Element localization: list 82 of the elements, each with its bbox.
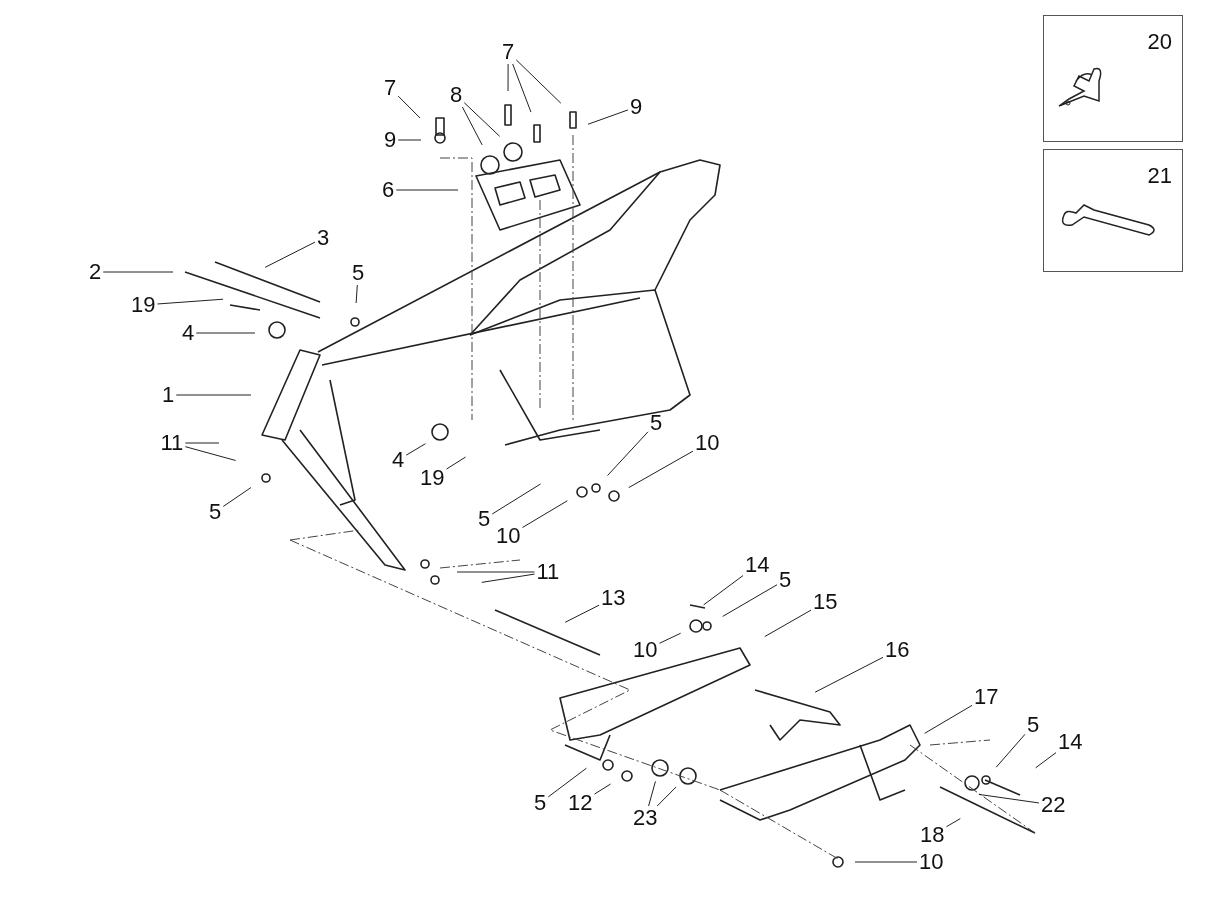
leader-line bbox=[222, 487, 252, 507]
leader-line bbox=[703, 575, 744, 606]
callout-number: 9 bbox=[382, 128, 399, 152]
callout-number: 17 bbox=[972, 685, 1001, 709]
callout-number: 10 bbox=[494, 524, 523, 548]
callout-number: 14 bbox=[743, 553, 772, 577]
callout-number: 8 bbox=[448, 83, 465, 107]
leader-line bbox=[946, 818, 961, 828]
leader-line bbox=[405, 443, 426, 456]
callout-number: 12 bbox=[566, 791, 595, 815]
callout-number: 5 bbox=[476, 507, 493, 531]
callout-number: 13 bbox=[599, 586, 628, 610]
leader-line bbox=[564, 604, 600, 623]
callout-number: 5 bbox=[1025, 713, 1042, 737]
callout-number: 14 bbox=[1056, 730, 1085, 754]
leader-line bbox=[184, 442, 220, 444]
leader-line bbox=[1035, 752, 1057, 769]
leader-line bbox=[978, 793, 1040, 804]
callout-number: 7 bbox=[382, 76, 399, 100]
leader-line bbox=[995, 733, 1026, 768]
leader-line bbox=[594, 783, 612, 795]
callout-number: 2 bbox=[87, 260, 104, 284]
leader-line bbox=[607, 431, 649, 476]
leader-line bbox=[764, 609, 812, 638]
leader-line bbox=[195, 332, 256, 334]
callout-number: 11 bbox=[534, 560, 562, 584]
leader-line bbox=[175, 394, 252, 396]
callout-number: 10 bbox=[917, 850, 946, 874]
leader-line bbox=[507, 63, 509, 92]
leader-line bbox=[397, 139, 422, 141]
callout-number: 22 bbox=[1039, 793, 1068, 817]
leader-line bbox=[547, 767, 587, 798]
leader-line bbox=[659, 632, 682, 644]
leader-line bbox=[355, 284, 358, 304]
callout-number: 5 bbox=[532, 791, 549, 815]
callout-number: 6 bbox=[380, 178, 397, 202]
leader-line bbox=[463, 102, 501, 137]
callout-number: 19 bbox=[418, 466, 447, 490]
leader-line bbox=[854, 861, 918, 863]
callout-number: 20 bbox=[1146, 30, 1173, 54]
leader-line bbox=[722, 584, 778, 617]
inset-panel bbox=[1043, 15, 1183, 142]
leader-line bbox=[446, 456, 467, 470]
leader-line bbox=[924, 704, 973, 734]
leader-line bbox=[628, 450, 694, 489]
callout-number: 3 bbox=[315, 226, 332, 250]
inset-panel bbox=[1043, 149, 1183, 272]
callout-number: 9 bbox=[628, 95, 645, 119]
callout-number: 1 bbox=[160, 383, 177, 407]
leader-line bbox=[648, 780, 656, 807]
leader-line bbox=[587, 109, 629, 125]
callout-number: 5 bbox=[648, 411, 665, 435]
callout-number: 5 bbox=[777, 568, 794, 592]
callout-number: 5 bbox=[350, 261, 367, 285]
leader-line bbox=[481, 573, 535, 583]
callout-number: 16 bbox=[883, 638, 912, 662]
leader-line bbox=[395, 189, 459, 191]
callout-number: 10 bbox=[693, 431, 722, 455]
callout-number: 21 bbox=[1146, 164, 1173, 188]
callout-number: 4 bbox=[390, 448, 407, 472]
leader-line bbox=[656, 786, 677, 807]
callout-number: 18 bbox=[918, 823, 947, 847]
leader-line bbox=[512, 63, 532, 113]
callout-number: 10 bbox=[631, 638, 660, 662]
leader-line bbox=[814, 656, 884, 693]
leader-line bbox=[102, 271, 174, 273]
callout-number: 7 bbox=[500, 40, 517, 64]
leader-line bbox=[491, 483, 542, 515]
callout-number: 4 bbox=[180, 321, 197, 345]
callout-number: 23 bbox=[631, 806, 660, 830]
leader-line bbox=[157, 298, 224, 305]
leader-line bbox=[456, 571, 535, 573]
leader-line bbox=[397, 95, 421, 119]
leader-line bbox=[461, 106, 483, 146]
callout-number: 11 bbox=[158, 431, 186, 455]
leader-line bbox=[264, 241, 316, 268]
leader-line bbox=[522, 500, 568, 528]
leader-line bbox=[184, 446, 237, 461]
callout-number: 15 bbox=[811, 590, 840, 614]
leader-line bbox=[515, 59, 562, 104]
callout-number: 19 bbox=[129, 293, 158, 317]
callout-number: 5 bbox=[207, 500, 224, 524]
